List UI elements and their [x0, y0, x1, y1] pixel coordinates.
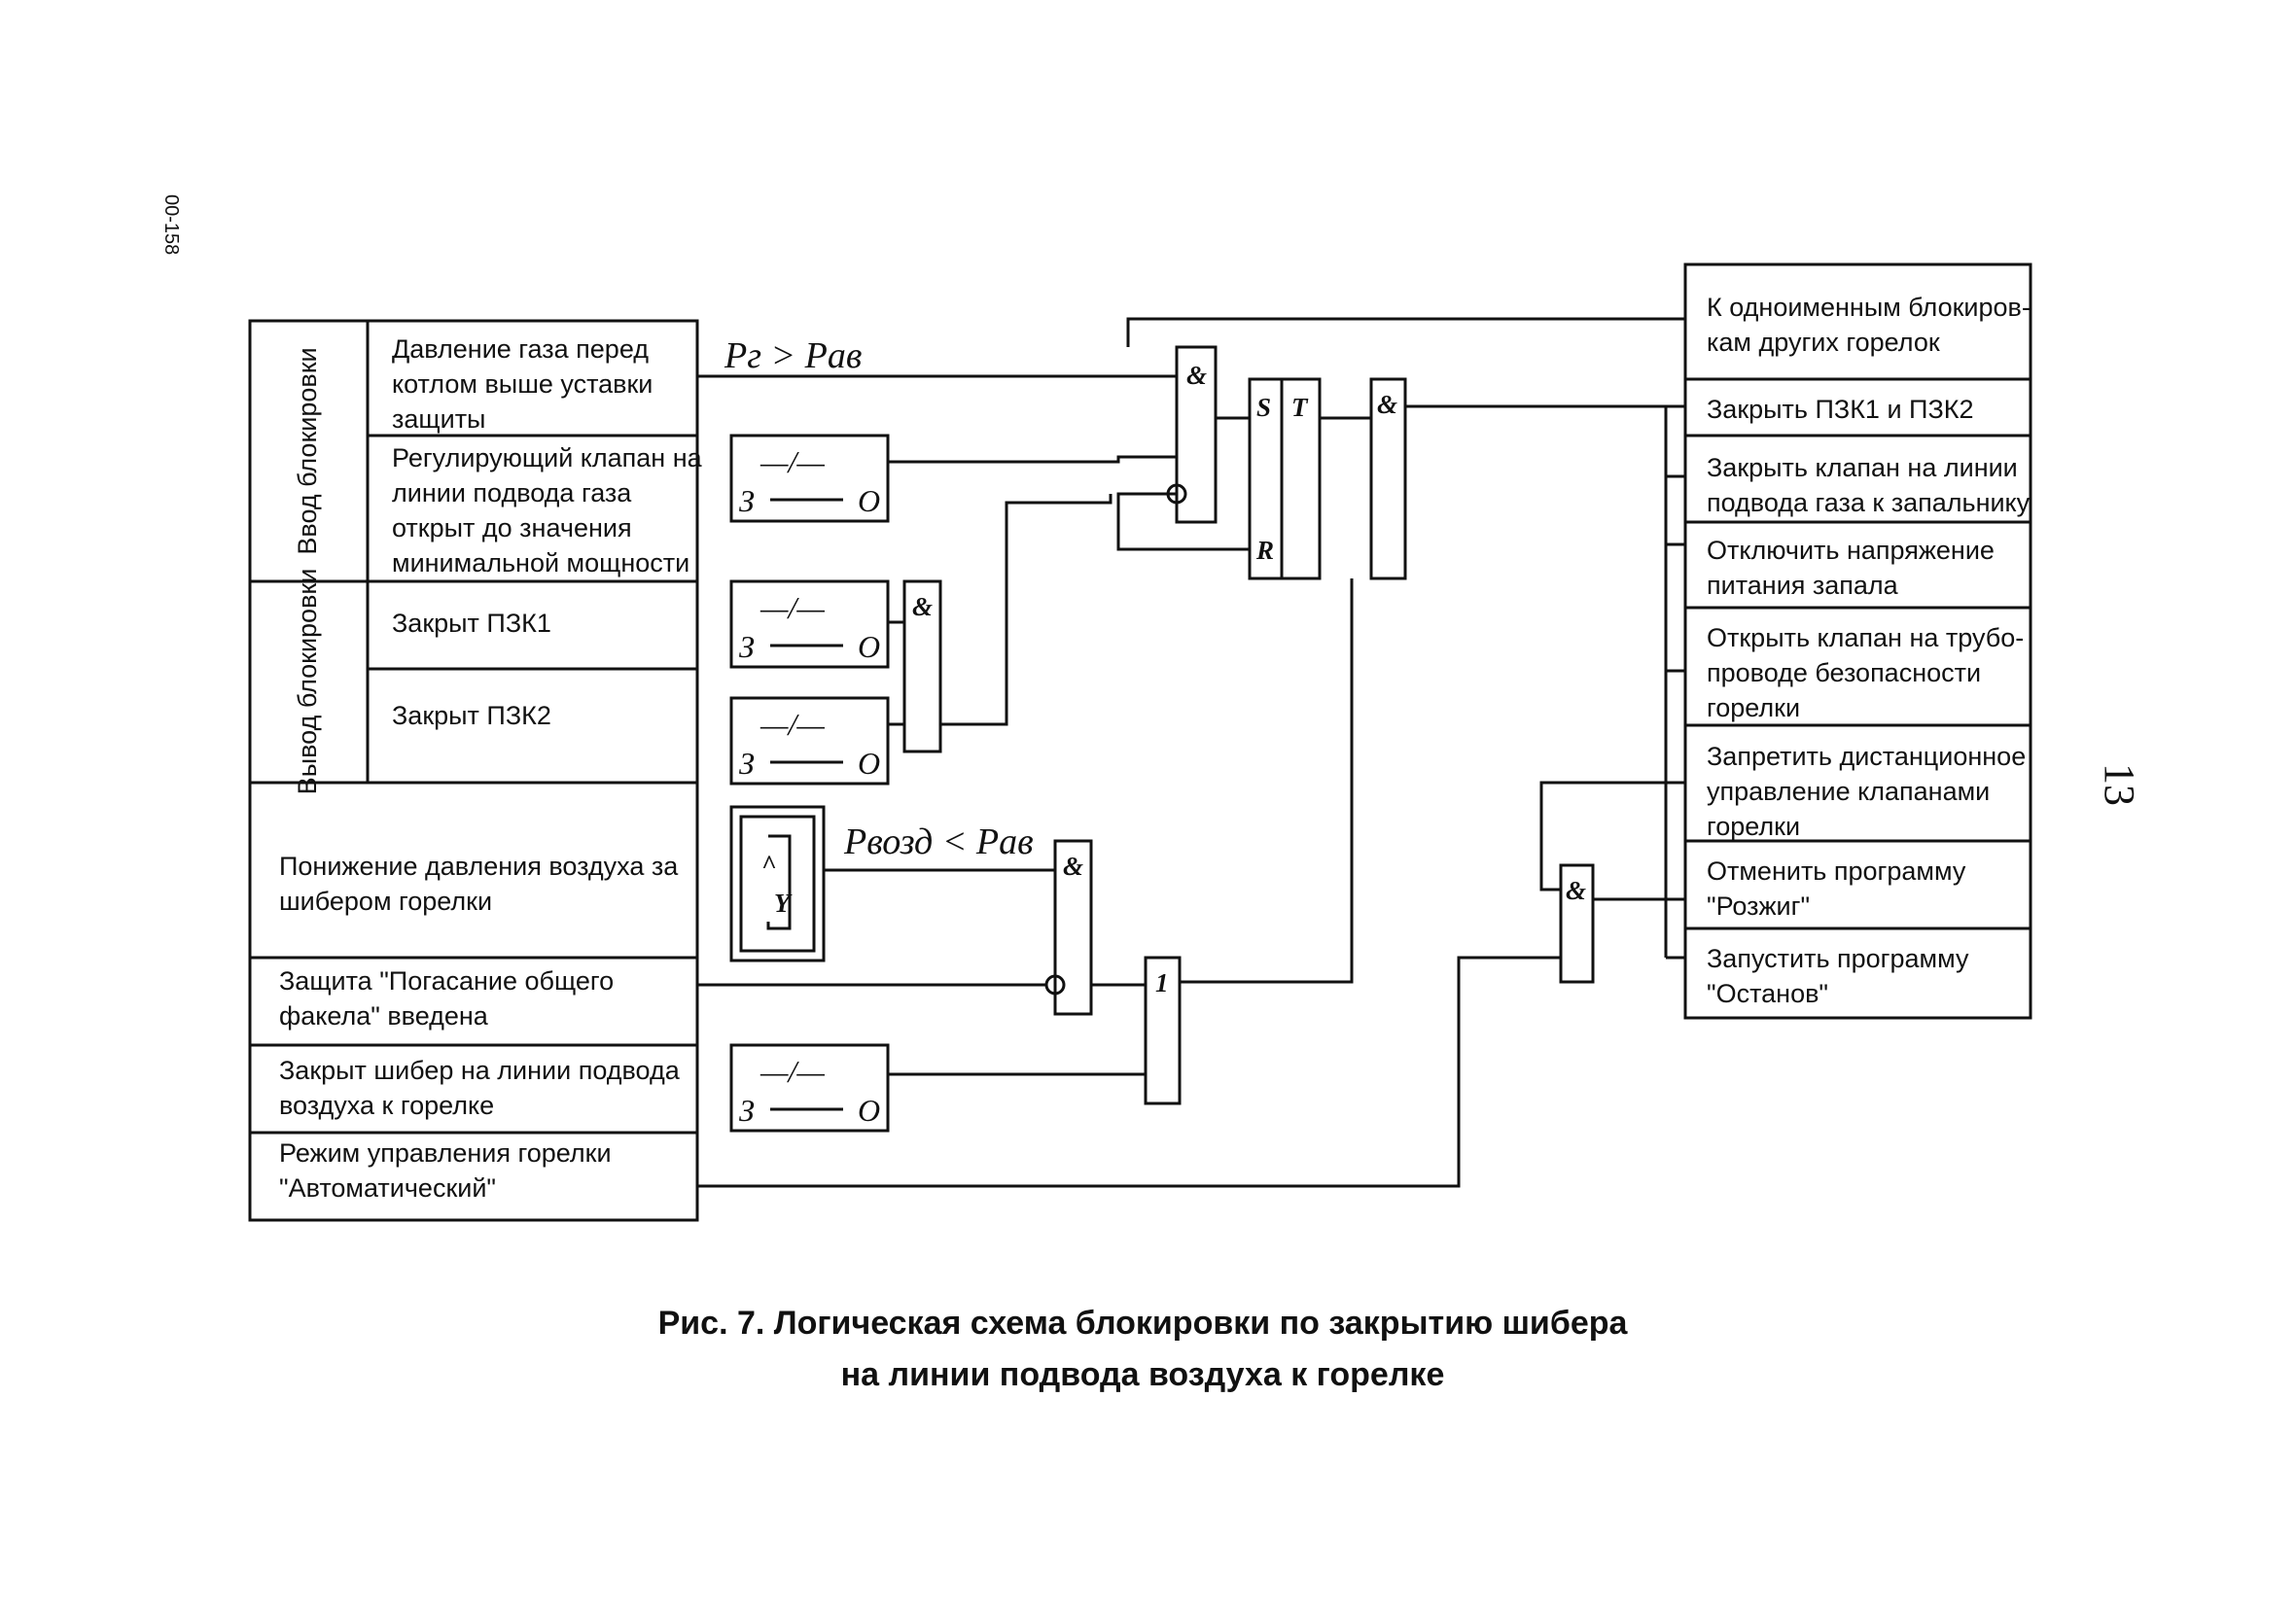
input-label-1: защиты — [392, 404, 485, 434]
output-table: К одноименным блокиров-кам других горело… — [1683, 262, 2032, 1020]
input-label-3: Закрыт ПЗК1 — [392, 609, 551, 638]
input-label-2: минимальной мощности — [392, 548, 689, 577]
and-gate-air: & — [1053, 839, 1093, 1016]
formula-air-pressure: Pвозд < Pав — [843, 821, 1034, 862]
wires — [697, 317, 1685, 1188]
contact-switch-3: —/—З О — [729, 696, 890, 786]
switch-right-label: О — [858, 1093, 880, 1128]
switch-right-label: О — [858, 629, 880, 664]
and-gate-main: & — [1175, 345, 1218, 524]
switch-left-label: З — [739, 483, 755, 518]
and-gate-pzk: & — [902, 579, 942, 753]
switch-left-label: З — [739, 746, 755, 781]
svg-text:&: & — [1186, 361, 1207, 390]
input-label-5: шибером горелки — [279, 887, 492, 916]
group-vvod-label: Ввод блокировки — [293, 347, 322, 554]
input-label-1: Давление газа перед — [392, 334, 649, 364]
switch-symbol: —/— — [759, 1054, 825, 1089]
output-label-6: управление клапанами — [1707, 777, 1990, 806]
output-label-3: Закрыть клапан на линии — [1707, 453, 2018, 482]
contact-switch-4: —/—З О — [729, 1043, 890, 1133]
input-label-8: Режим управления горелки — [279, 1138, 612, 1168]
input-label-2: линии подвода газа — [392, 478, 632, 507]
output-label-5: горелки — [1707, 693, 1800, 722]
output-label-6: горелки — [1707, 812, 1800, 841]
svg-text:&: & — [1566, 876, 1586, 905]
output-label-4: Отключить напряжение — [1707, 536, 1995, 565]
input-table: Ввод блокировки Вывод блокировки Давлени… — [248, 319, 703, 1222]
and-gate-mode: & — [1559, 863, 1595, 984]
sensor-down-symbol: Y — [774, 889, 793, 918]
input-label-2: Регулирующий клапан на — [392, 443, 703, 472]
output-label-8: "Останов" — [1707, 979, 1828, 1008]
svg-text:1: 1 — [1155, 968, 1169, 997]
switch-symbol: —/— — [759, 707, 825, 742]
svg-text:&: & — [912, 592, 933, 621]
input-label-8: "Автоматический" — [279, 1173, 496, 1203]
output-label-2: Закрыть ПЗК1 и ПЗК2 — [1707, 395, 1974, 424]
input-label-2: открыт до значения — [392, 513, 632, 542]
switch-right-label: О — [858, 483, 880, 518]
page-number: 13 — [2096, 763, 2143, 806]
trigger-s-label: S — [1256, 393, 1271, 422]
caption-line-2: на линии подвода воздуха к горелке — [841, 1356, 1445, 1393]
output-label-1: кам других горелок — [1707, 328, 1940, 357]
contact-switch-2: —/—З О — [729, 579, 890, 669]
switch-right-label: О — [858, 746, 880, 781]
or-gate: 1 — [1144, 956, 1182, 1105]
svg-text:&: & — [1377, 390, 1397, 419]
output-label-1: К одноименным блокиров- — [1707, 293, 2031, 322]
input-label-6: Защита "Погасание общего — [279, 966, 614, 996]
air-pressure-sensor: ^ Y — [729, 805, 826, 962]
output-label-4: питания запала — [1707, 571, 1899, 600]
switch-left-label: З — [739, 629, 755, 664]
trigger-r-label: R — [1255, 536, 1274, 565]
output-label-5: проводе безопасности — [1707, 658, 1981, 687]
switch-symbol: —/— — [759, 590, 825, 625]
switch-symbol: —/— — [759, 444, 825, 479]
doc-code: 00-158 — [160, 194, 182, 255]
output-label-7: "Розжиг" — [1707, 891, 1810, 921]
output-label-5: Открыть клапан на трубо- — [1707, 623, 2024, 652]
output-label-8: Запустить программу — [1707, 944, 1969, 973]
input-label-7: Закрыт шибер на линии подвода — [279, 1056, 681, 1085]
switch-left-label: З — [739, 1093, 755, 1128]
sensor-up-symbol: ^ — [761, 850, 776, 879]
input-label-7: воздуха к горелке — [279, 1091, 494, 1120]
svg-text:&: & — [1063, 852, 1083, 881]
output-label-3: подвода газа к запальнику — [1707, 488, 2031, 517]
input-label-4: Закрыт ПЗК2 — [392, 701, 551, 730]
input-label-6: факела" введена — [279, 1001, 489, 1031]
input-label-5: Понижение давления воздуха за — [279, 852, 679, 881]
group-vyvod-label: Вывод блокировки — [293, 569, 322, 795]
output-label-7: Отменить программу — [1707, 856, 1966, 886]
sr-trigger: S T R — [1248, 377, 1322, 580]
output-label-6: Запретить дистанционное — [1707, 742, 2026, 771]
caption-line-1: Рис. 7. Логическая схема блокировки по з… — [658, 1305, 1629, 1342]
contact-switch-1: —/—З О — [729, 434, 890, 523]
and-gate-output: & — [1369, 377, 1407, 580]
trigger-t-label: T — [1291, 393, 1309, 422]
formula-gas-pressure: Pг > Pав — [724, 335, 862, 376]
input-label-1: котлом выше уставки — [392, 369, 653, 399]
